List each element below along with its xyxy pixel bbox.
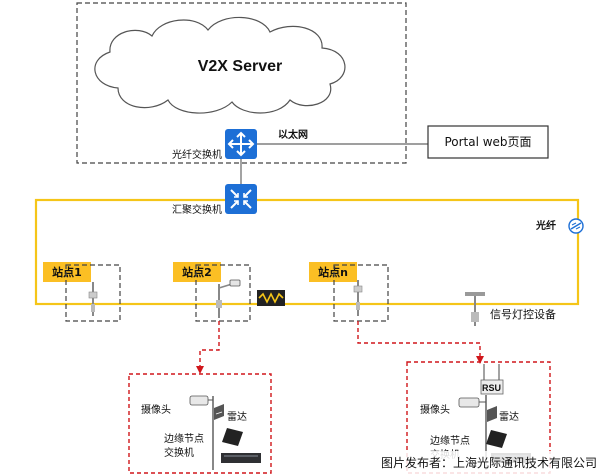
site-2-dashed-box xyxy=(195,264,251,322)
site-1-dashed-box xyxy=(65,264,121,322)
edge-left-node-device-icon xyxy=(221,428,261,463)
fiber-ring xyxy=(34,198,580,306)
site-n-pole-icon xyxy=(353,280,363,316)
site-n-to-edge-connector xyxy=(357,321,481,362)
fiber-switch-label: 光纤交换机 xyxy=(172,148,222,161)
site-n-label-bg xyxy=(309,262,357,282)
edge-left-switch-label: 交换机 xyxy=(164,446,194,459)
fiber-icon xyxy=(568,218,584,234)
edge-left-node-label: 边缘节点 xyxy=(164,432,204,445)
aggregation-switch-label: 汇聚交换机 xyxy=(172,203,222,216)
signal-controller-icon xyxy=(465,292,485,326)
fiber-label: 光纤 xyxy=(535,219,556,232)
edge-right-rsu-label: RSU xyxy=(482,383,501,393)
portal-web-box[interactable] xyxy=(427,125,549,159)
watermark: 图片发布者：上海光际通讯技术有限公司 xyxy=(381,455,597,470)
site-2-label: 站点2 xyxy=(182,265,212,279)
fiber-switch-icon xyxy=(225,129,257,159)
edge-right-radar-icon xyxy=(487,406,497,422)
watermark-bg xyxy=(318,451,600,474)
edge-right-node-label: 边缘节点 xyxy=(430,434,470,447)
edge-left-camera-icon xyxy=(189,395,214,470)
portal-web-label: Portal web页面 xyxy=(444,135,531,149)
site-2-to-edge-connector xyxy=(199,321,220,372)
site-2-label-bg xyxy=(173,262,221,282)
aggregation-switch-icon xyxy=(225,184,257,214)
edge-left-camera-label: 摄像头 xyxy=(141,403,171,416)
edge-left-radar-label: 雷达 xyxy=(227,411,247,423)
server-zone-dashed-box xyxy=(76,2,407,164)
site-1-pole-icon xyxy=(88,282,98,316)
edge-right-rsu-icon xyxy=(480,364,504,395)
edge-box-left xyxy=(128,373,272,474)
signal-device-label: 信号灯控设备 xyxy=(490,307,556,321)
cloud-shape xyxy=(94,16,346,114)
site-1-label-bg xyxy=(43,262,91,282)
site-2-pole-camera-icon xyxy=(216,279,241,318)
ethernet-label: 以太网 xyxy=(278,128,308,141)
site-n-dashed-box xyxy=(333,264,389,322)
server-label: V2X Server xyxy=(198,58,283,75)
wireless-link-icon xyxy=(257,290,285,306)
site-n-label: 站点n xyxy=(318,265,348,279)
edge-left-radar-icon xyxy=(214,404,224,420)
edge-right-camera-label: 摄像头 xyxy=(420,403,450,416)
site-1-label: 站点1 xyxy=(52,265,82,279)
edge-right-radar-label: 雷达 xyxy=(499,411,519,423)
